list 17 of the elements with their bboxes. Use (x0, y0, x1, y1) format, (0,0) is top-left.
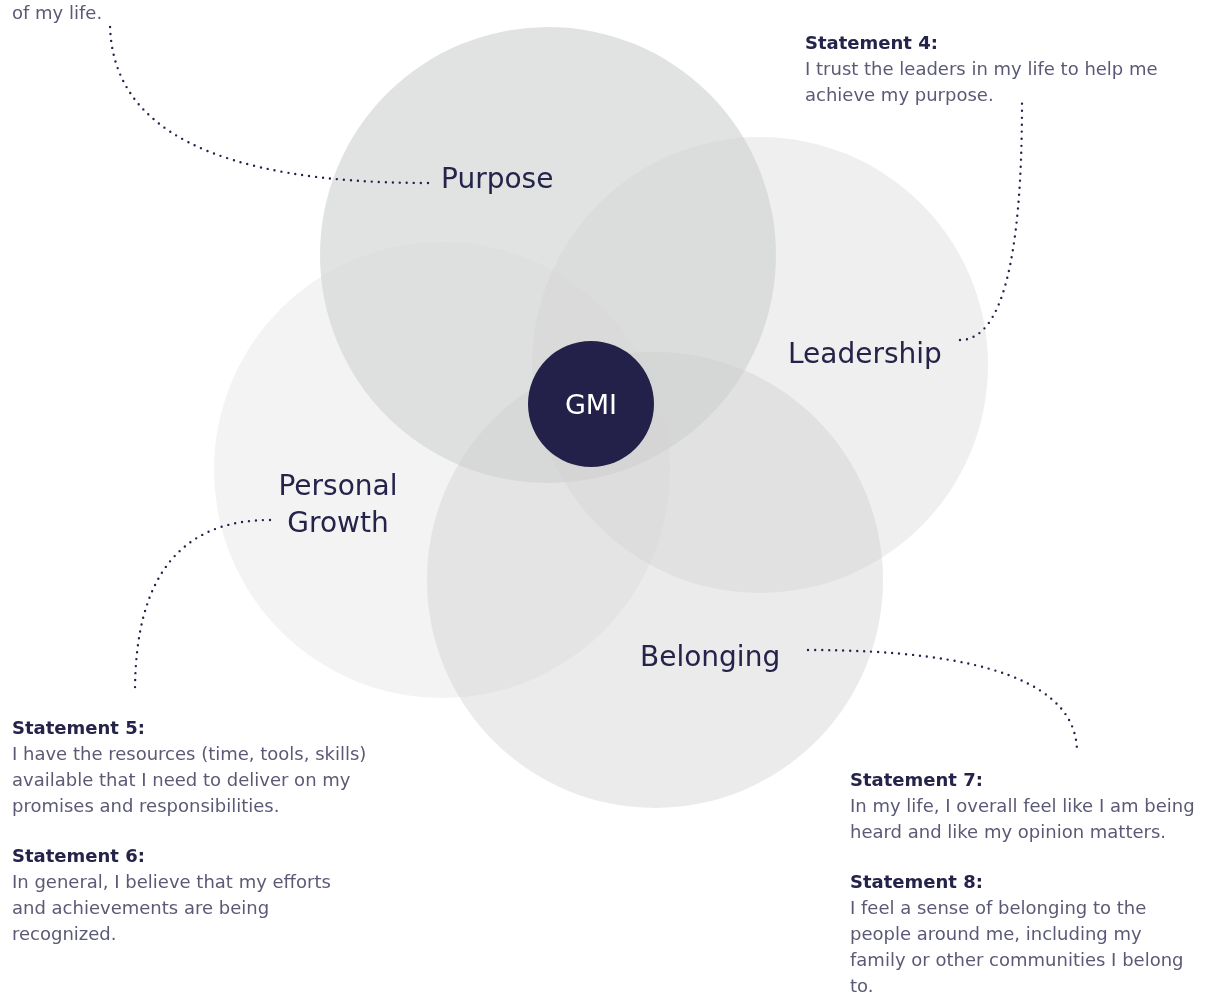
circle-label: Leadership (788, 336, 942, 372)
circle-label: Purpose (441, 161, 554, 197)
circle-label: Personal Growth (277, 468, 399, 541)
circle-label: Belonging (640, 639, 781, 675)
statement-text: I feel a sense of belonging to the people around me, including my family or other communities I belong to. (850, 896, 1185, 992)
statement-text: I have the resources (time, tools, skills) available that I need to deliver on my promises and responsibilities. (12, 742, 368, 818)
statement-heading: Statement 6: (12, 844, 146, 868)
leader-line (958, 101, 1024, 342)
statement-text: of my life. (12, 1, 104, 25)
center-circle: GMI (528, 341, 654, 467)
statement-text: I trust the leaders in my life to help me achieve my purpose. (805, 57, 1159, 107)
statement-text: In general, I believe that my efforts and achievements are being recognized. (12, 870, 332, 946)
statement-heading: Statement 4: (805, 31, 939, 55)
statement-heading: Statement 8: (850, 870, 984, 894)
statement-heading: Statement 7: (850, 768, 984, 792)
statement-text: In my life, I overall feel like I am being heard and like my opinion matters. (850, 794, 1196, 844)
statement-heading: Statement 5: (12, 716, 146, 740)
